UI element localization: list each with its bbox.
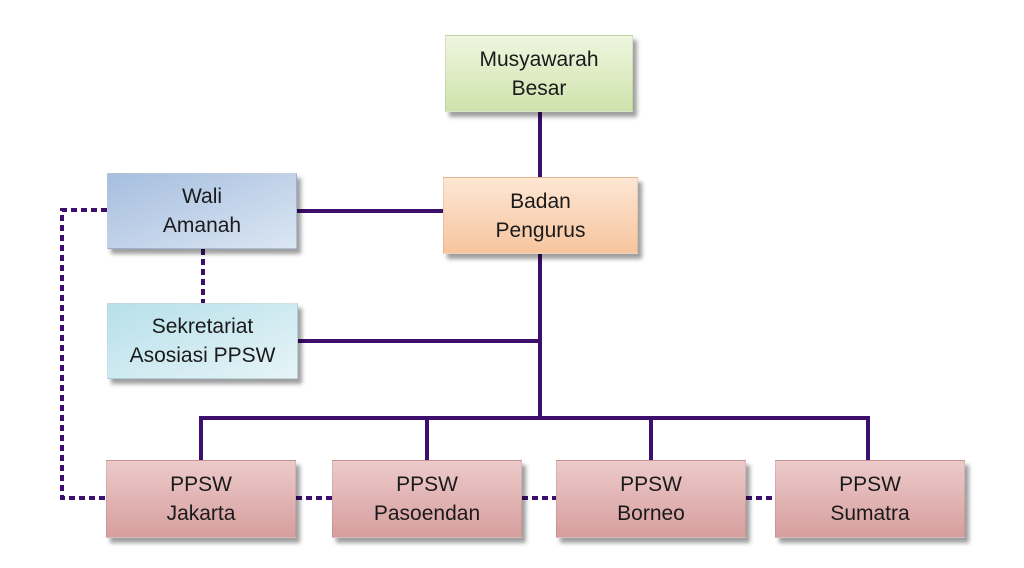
node-label-line1: Musyawarah <box>479 47 599 71</box>
node-wali-amanah: Wali Amanah <box>107 173 297 249</box>
dotted-link-wali-jakarta <box>60 208 107 500</box>
node-badan-pengurus: Badan Pengurus <box>443 177 638 254</box>
node-ppsw-pasoendan: PPSW Pasoendan <box>332 460 522 538</box>
node-label-line1: PPSW <box>396 473 458 496</box>
node-label-line1: Wali <box>181 185 223 208</box>
link-branch-bus <box>199 416 870 460</box>
node-label-line2: Besar <box>511 76 567 100</box>
node-label-line1: PPSW <box>170 473 232 496</box>
node-label-line1: PPSW <box>620 473 682 496</box>
node-label-line2: Borneo <box>617 502 685 525</box>
node-label-line2: Amanah <box>162 214 242 237</box>
node-label-line1: PPSW <box>839 473 901 496</box>
node-label-line1: Badan <box>510 189 571 213</box>
node-label-line2: Asosiasi PPSW <box>129 344 276 367</box>
node-musyawarah-besar: Musyawarah Besar <box>445 35 633 112</box>
node-label-line2: Pengurus <box>495 218 586 242</box>
node-label-line2: Pasoendan <box>373 502 481 525</box>
node-ppsw-sumatra: PPSW Sumatra <box>775 460 965 538</box>
node-label-line1: Sekretariat <box>151 315 254 338</box>
node-label-line2: Jakarta <box>166 502 236 525</box>
node-sekretariat: Sekretariat Asosiasi PPSW <box>107 303 298 379</box>
node-label-line2: Sumatra <box>830 502 910 525</box>
node-ppsw-borneo: PPSW Borneo <box>556 460 746 538</box>
node-ppsw-jakarta: PPSW Jakarta <box>106 460 296 538</box>
